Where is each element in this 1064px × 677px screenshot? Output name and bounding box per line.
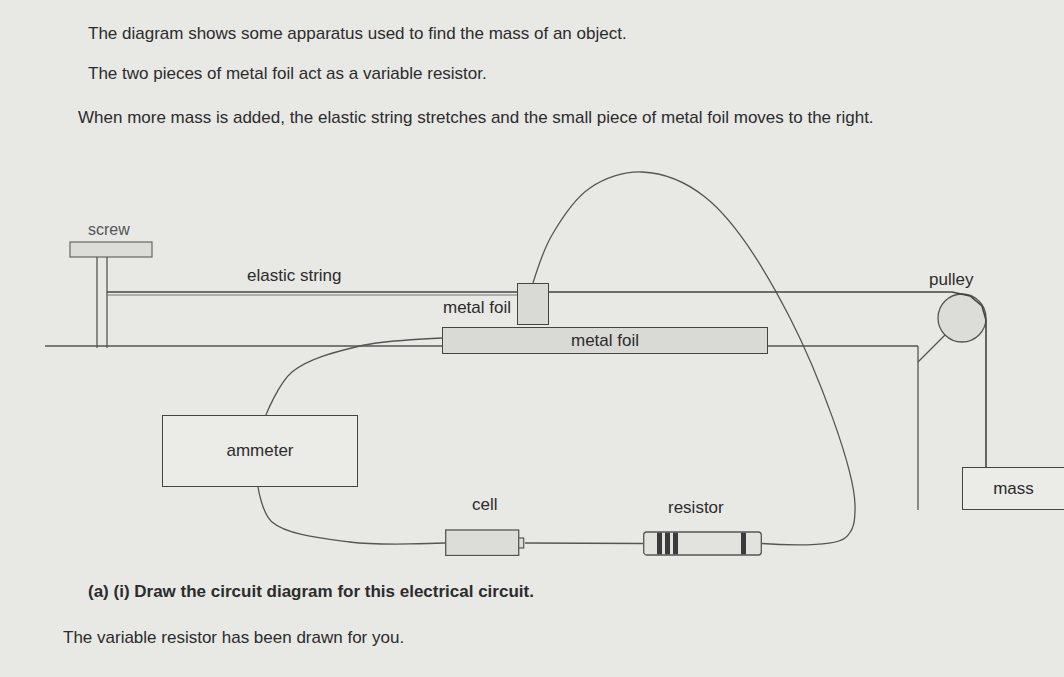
resistor-band bbox=[673, 533, 678, 555]
cell-symbol: cell bbox=[445, 495, 525, 556]
small-metal-foil: metal foil bbox=[443, 283, 549, 325]
part-name: resistor bbox=[668, 498, 724, 518]
resistor-band bbox=[657, 533, 662, 555]
ammeter-box: ammeter bbox=[162, 415, 358, 487]
part-name: metal foil bbox=[443, 298, 511, 318]
resistor-symbol: resistor bbox=[643, 498, 762, 556]
large-metal-foil: metal foil bbox=[442, 327, 768, 354]
screw-head bbox=[70, 242, 152, 257]
connecting-wire bbox=[266, 338, 442, 415]
elastic-string bbox=[549, 292, 986, 467]
elastic-string bbox=[107, 291, 517, 293]
question-text: (a) (i) Draw the circuit diagram for thi… bbox=[88, 578, 534, 606]
part-name: pulley bbox=[929, 266, 973, 294]
screw-shaft bbox=[106, 257, 107, 348]
part-name: elastic string bbox=[247, 262, 341, 290]
mass-block: mass bbox=[962, 467, 1064, 510]
connecting-wire bbox=[525, 542, 643, 544]
cell-terminal bbox=[519, 538, 524, 548]
resistor-band bbox=[665, 533, 670, 555]
table-leg bbox=[917, 346, 918, 510]
intro-text: The two pieces of metal foil act as a va… bbox=[88, 60, 487, 88]
part-name: screw bbox=[88, 216, 130, 244]
connecting-wire bbox=[258, 487, 445, 544]
cell-case bbox=[446, 530, 519, 556]
pulley-wheel bbox=[938, 294, 986, 342]
part-name: cell bbox=[472, 495, 498, 515]
part-name: mass bbox=[993, 479, 1034, 499]
question-text: The variable resistor has been drawn for… bbox=[63, 624, 404, 652]
resistor-band bbox=[741, 533, 746, 555]
intro-text: When more mass is added, the elastic str… bbox=[78, 104, 1018, 132]
resistor-case bbox=[644, 532, 762, 555]
part-name: ammeter bbox=[226, 441, 293, 461]
intro-text: The diagram shows some apparatus used to… bbox=[88, 20, 627, 48]
screw-shaft bbox=[96, 257, 97, 348]
connecting-wire bbox=[533, 172, 855, 545]
elastic-string bbox=[107, 295, 517, 296]
part-name: metal foil bbox=[571, 331, 639, 351]
foil-piece bbox=[517, 283, 549, 325]
